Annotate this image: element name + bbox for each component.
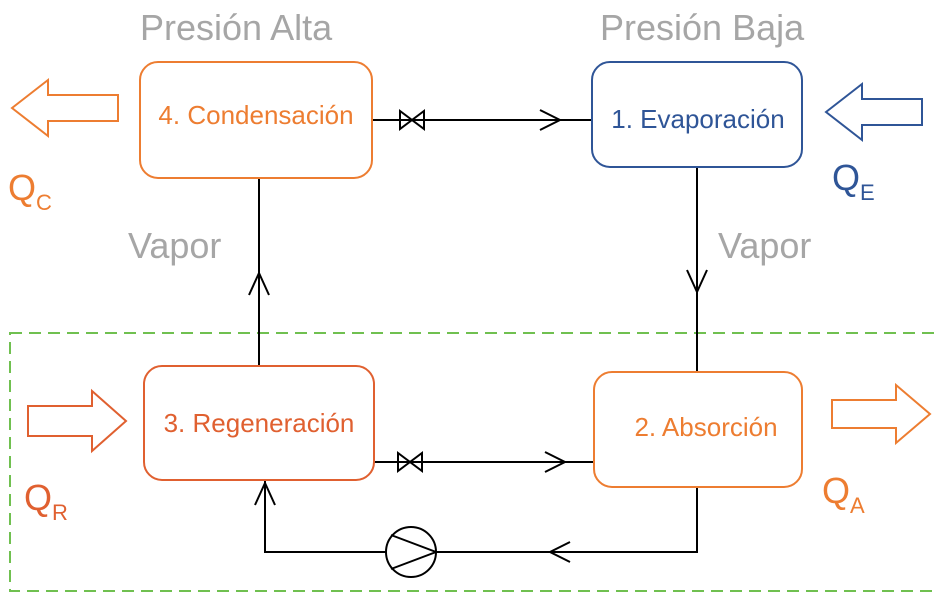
- regeneration-label: 3. Regeneración: [164, 408, 355, 438]
- arrow-up-to-condenser: [248, 270, 270, 296]
- line-absorber-to-pump: [436, 487, 698, 553]
- heat-out-absorber-arrow: [831, 382, 932, 446]
- condensation-box: [139, 61, 373, 179]
- condensation-label: 4. Condensación: [158, 100, 353, 130]
- heat-out-condenser-arrow: [10, 77, 119, 139]
- arrow-down-to-absorber: [686, 269, 708, 295]
- absorption-system-boundary: [9, 332, 935, 592]
- arrow-solution-return: [547, 541, 571, 563]
- expansion-valve-bottom-icon: [397, 451, 423, 473]
- heat-in-regenerator-arrow: [27, 388, 128, 454]
- heat-in-evaporator-arrow: [824, 81, 923, 143]
- absorption-box: [593, 371, 803, 488]
- high-pressure-header: Presión Alta: [140, 7, 333, 48]
- arrow-to-evaporator: [539, 109, 563, 131]
- heat-label-qe: QE: [832, 157, 875, 205]
- heat-label-qa: QA: [822, 470, 865, 518]
- pump-icon: [385, 526, 439, 578]
- evaporation-box: [591, 61, 803, 168]
- expansion-valve-top-icon: [399, 109, 425, 131]
- heat-label-qr: QR: [24, 477, 68, 525]
- arrow-to-absorber: [544, 451, 568, 473]
- regeneration-box: [143, 365, 375, 481]
- evaporation-label: 1. Evaporación: [611, 104, 784, 134]
- vapor-label-right: Vapor: [718, 225, 811, 266]
- low-pressure-header: Presión Baja: [600, 7, 805, 48]
- line-pump-to-regenerator: [264, 480, 386, 553]
- absorption-label: 2. Absorción: [634, 412, 777, 442]
- arrow-up-to-regenerator: [254, 480, 276, 506]
- heat-label-qc: QC: [8, 167, 52, 215]
- vapor-label-left: Vapor: [128, 225, 221, 266]
